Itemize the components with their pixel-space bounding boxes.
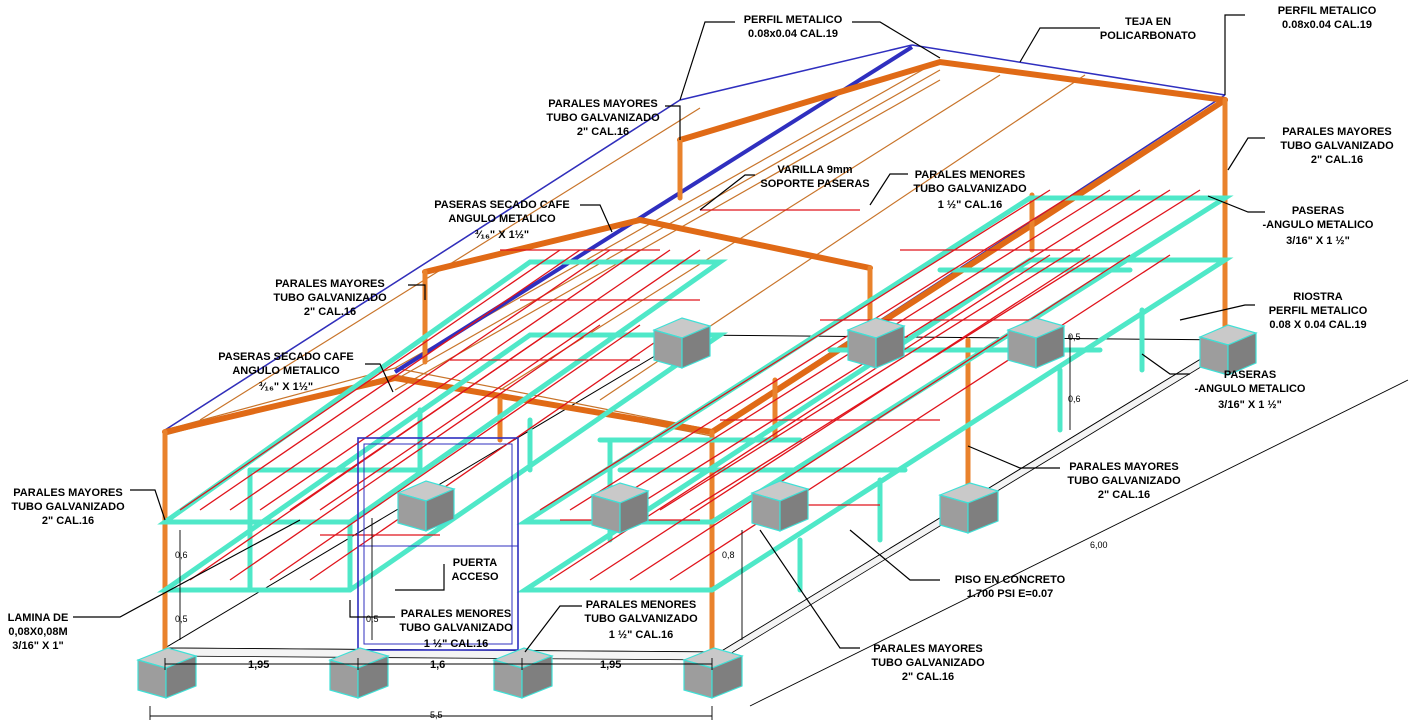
footing-12	[1006, 317, 1066, 369]
footing-6	[1198, 324, 1258, 376]
dim-bay-2: 1,6	[430, 659, 445, 671]
dim-bay-3: 1,95	[600, 659, 621, 671]
dim-level-r1: 0,5	[1068, 332, 1081, 342]
concrete-floor	[163, 334, 1234, 661]
footing-3	[492, 647, 554, 699]
footing-2	[328, 647, 390, 699]
footing-9	[750, 480, 810, 532]
dim-depth: 6,00	[1090, 540, 1108, 550]
footing-7	[396, 480, 456, 532]
leader-lines	[73, 14, 1265, 653]
dimension-labels: 1,95 1,6 1,95 5,5 6,00 0,6 0,5 0,5 0,6 0…	[175, 332, 1108, 720]
access-door	[357, 437, 519, 651]
footing-5	[938, 482, 1000, 534]
footing-11	[846, 317, 906, 369]
footing-4	[682, 647, 744, 699]
dim-level-b: 0,8	[722, 550, 735, 560]
footing-10	[652, 317, 712, 369]
footing-1	[136, 647, 198, 699]
footings	[136, 317, 1258, 699]
dim-bay-1: 1,95	[248, 659, 269, 671]
dim-level-1: 0,6	[175, 550, 188, 560]
dim-level-m: 0,5	[366, 614, 379, 624]
footing-8	[590, 482, 650, 534]
dim-total-width: 5,5	[430, 710, 443, 720]
dim-level-2: 0,5	[175, 614, 188, 624]
dim-level-r2: 0,6	[1068, 394, 1081, 404]
roof-structure	[162, 44, 1228, 437]
dimension-lines	[149, 335, 1409, 720]
